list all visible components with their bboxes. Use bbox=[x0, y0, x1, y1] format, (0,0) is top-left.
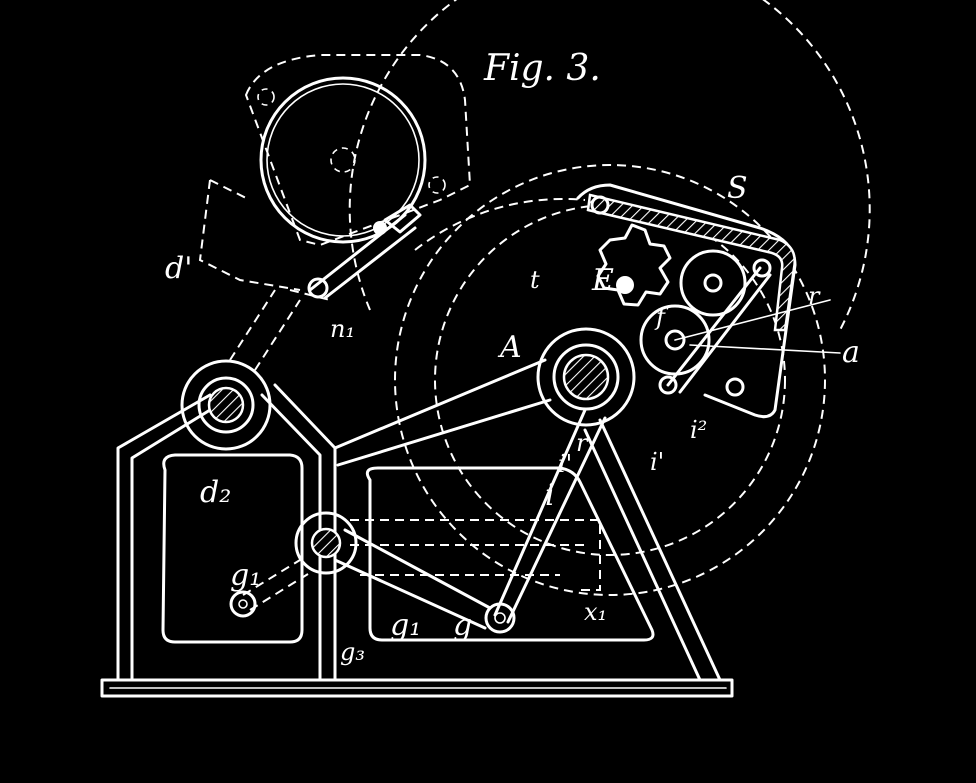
large-wheel-dashed bbox=[348, 0, 871, 596]
gear-e bbox=[596, 223, 672, 307]
label-s: S bbox=[727, 171, 748, 206]
link-d1-d2 bbox=[229, 289, 331, 371]
base-plate bbox=[100, 678, 734, 698]
leader-lines bbox=[674, 299, 841, 354]
label-r-lower: r bbox=[576, 429, 589, 457]
gear-housing-s bbox=[576, 183, 797, 419]
label-t: t bbox=[530, 266, 540, 294]
label-x1: x₁ bbox=[584, 598, 607, 626]
machine-frame bbox=[116, 358, 722, 682]
label-a-lower: a bbox=[842, 335, 860, 370]
gear-linkage bbox=[658, 266, 772, 395]
upper-housing bbox=[198, 54, 472, 291]
lever-g1 bbox=[333, 528, 492, 630]
label-g1-left: g₁ bbox=[230, 558, 261, 593]
label-g: g bbox=[453, 608, 472, 643]
label-g3: g₃ bbox=[340, 638, 365, 666]
link-g1-left bbox=[229, 559, 309, 618]
label-i1-upper: i' bbox=[558, 450, 572, 478]
figure-title: Fig. 3. bbox=[483, 48, 601, 89]
gear-s bbox=[679, 249, 747, 317]
label-d2: d₂ bbox=[200, 475, 231, 510]
lever-n1 bbox=[307, 203, 422, 300]
dashed-linkage-x1 bbox=[319, 519, 601, 675]
label-i: i bbox=[545, 478, 555, 513]
pivot-bearing bbox=[294, 511, 358, 575]
label-g1-bottom: g₁ bbox=[390, 608, 421, 643]
label-n1: n₁ bbox=[330, 315, 355, 343]
label-i2: i² bbox=[690, 416, 707, 444]
label-a-upper: A bbox=[497, 330, 522, 365]
connecting-rod-g bbox=[484, 408, 607, 634]
label-d1: d' bbox=[165, 251, 192, 286]
label-e: E bbox=[591, 263, 614, 298]
label-r: r bbox=[808, 282, 821, 310]
bearing-d2 bbox=[180, 359, 272, 451]
main-bearing-a bbox=[536, 327, 636, 427]
label-i1: i' bbox=[650, 448, 664, 476]
